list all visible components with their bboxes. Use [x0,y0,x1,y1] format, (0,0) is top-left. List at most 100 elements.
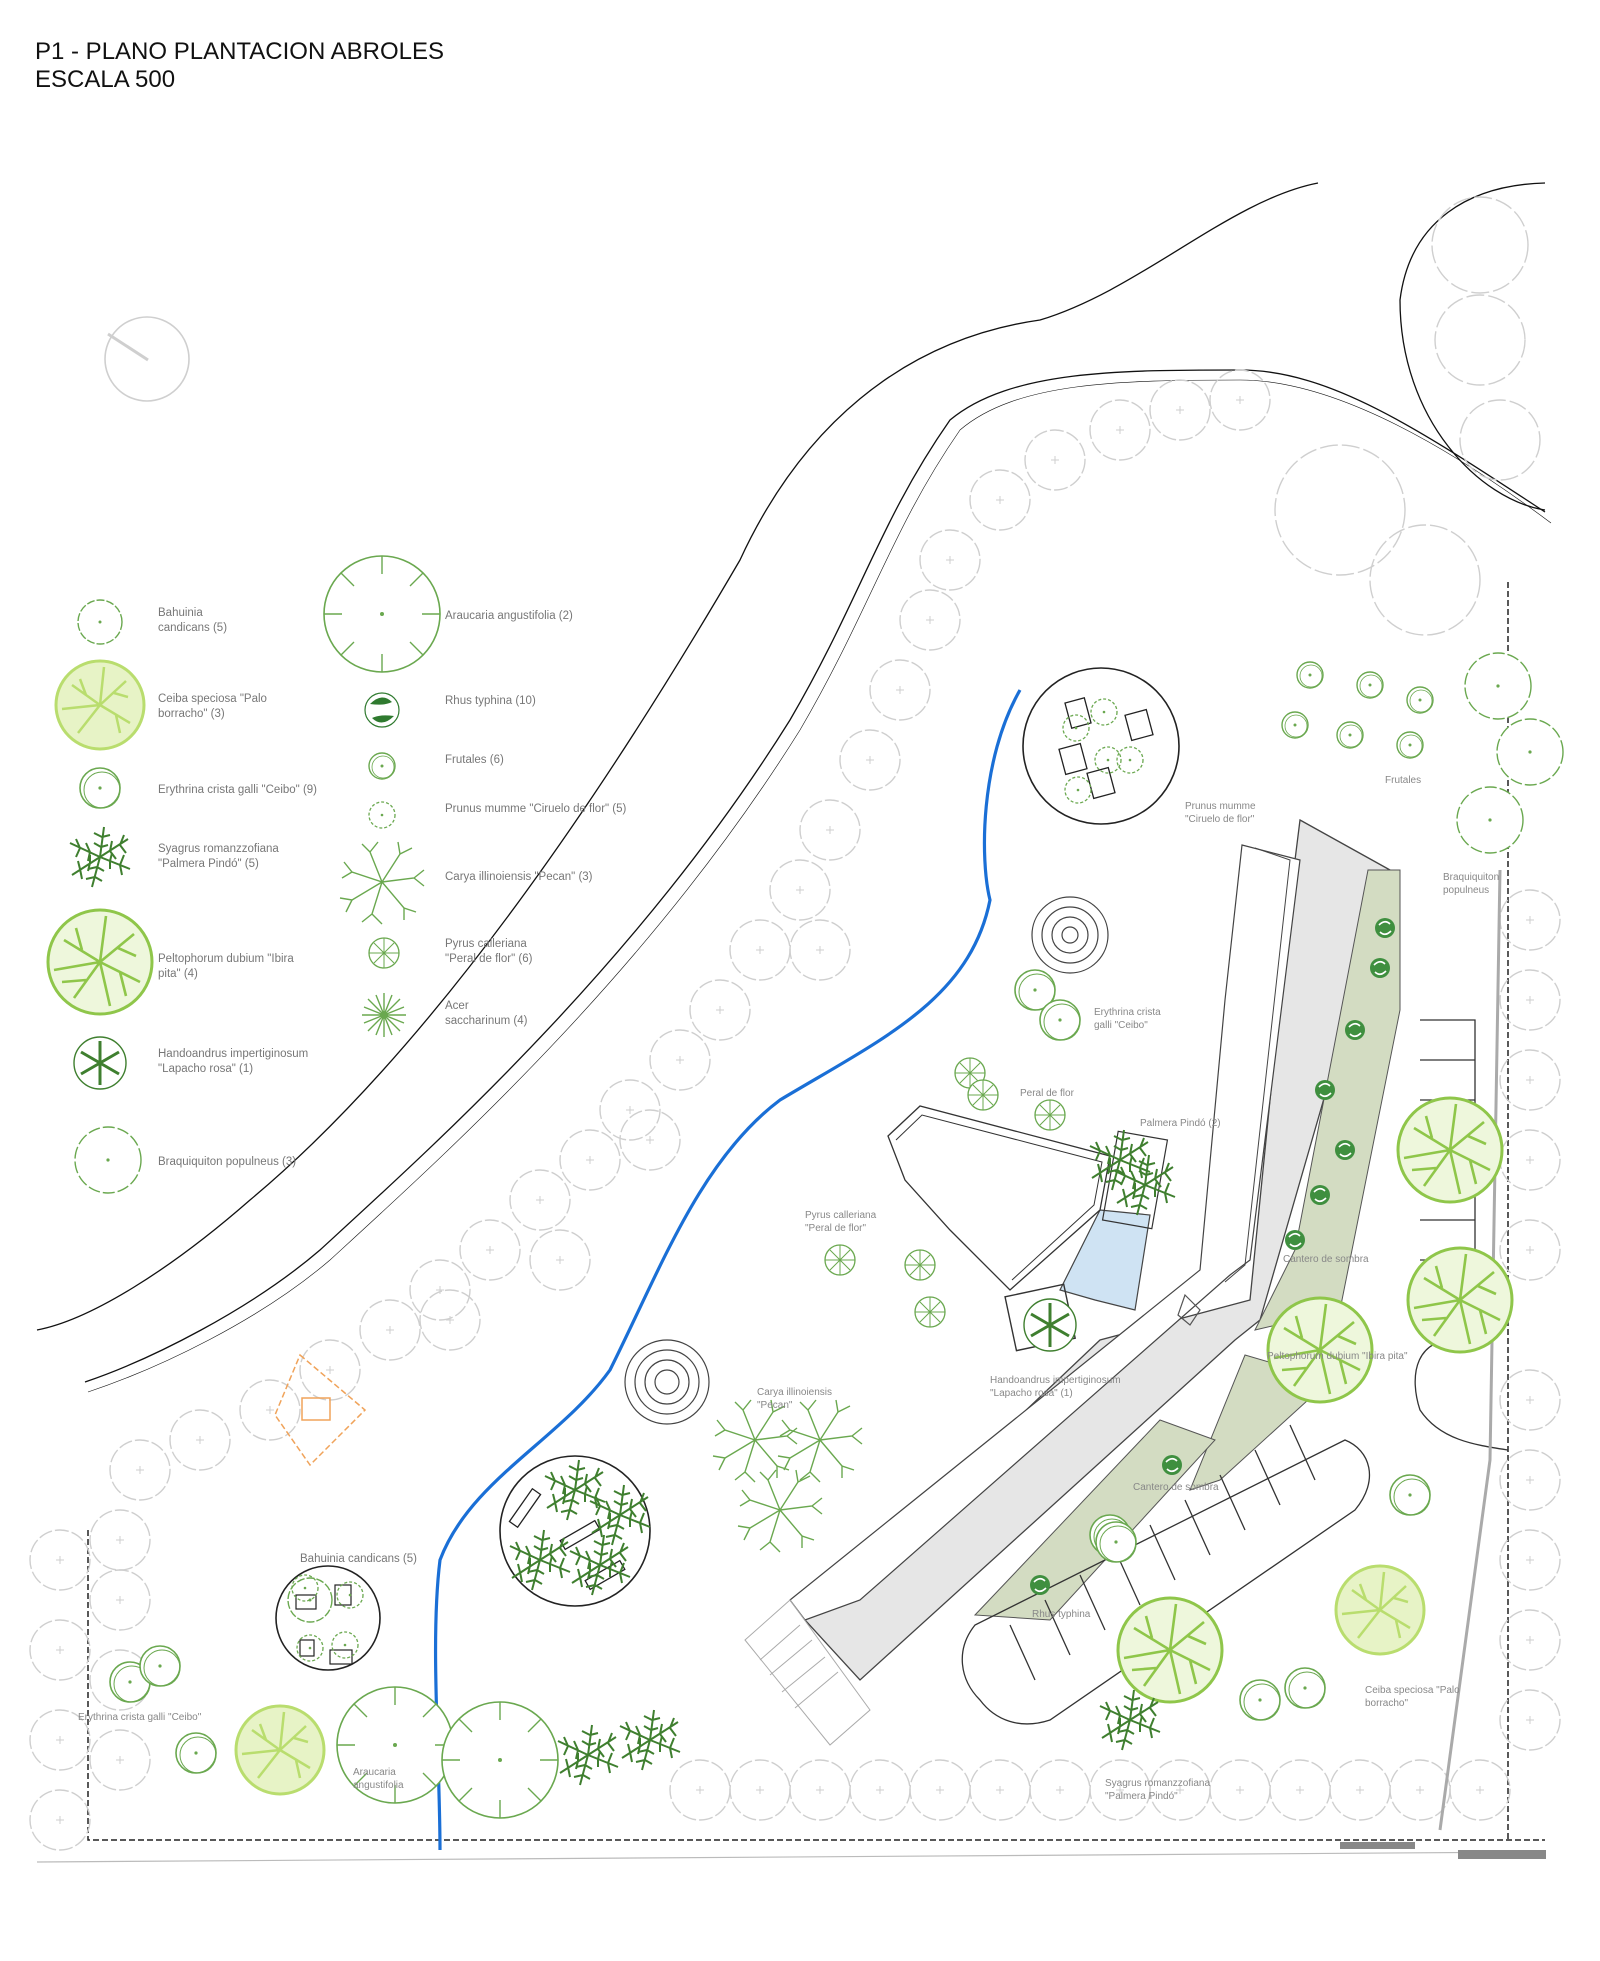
bahuinia-icon [77,599,123,645]
blue-path [433,689,1022,1851]
svg-text:Peltophorum dubium "Ibira: Peltophorum dubium "Ibira [158,953,294,965]
svg-text:Pyrus calleriana: Pyrus calleriana [445,938,527,950]
legend-item-pyrus: Pyrus calleriana "Peral de flor" (6) [368,937,533,969]
frutales-icon [368,752,396,780]
syagrus-palm-icon [69,826,131,888]
roundabout [1399,182,1546,511]
svg-text:Braquiquiton populneus (3): Braquiquiton populneus (3) [158,1156,296,1168]
legend-item-acer: Acer saccharinum (4) [361,992,528,1038]
prunus-icon [368,801,396,829]
svg-text:Acer: Acer [445,1000,469,1012]
plan-labels: Frutales Prunus mumme "Ciruelo de flor" … [78,775,1499,1802]
ceiba-icon [54,659,146,751]
svg-text:pita" (4): pita" (4) [158,968,198,980]
label-erythrina-1: Erythrina crista [1094,1007,1161,1018]
legend-item-prunus: Prunus mumme "Ciruelo de flor" (5) [368,801,627,829]
plaza-bahuinia [275,1565,381,1671]
label-syagrus-2: "Palmera Pindó" [1105,1791,1178,1802]
svg-text:borracho" (3): borracho" (3) [158,708,225,720]
legend-item-carya: Carya illinoiensis "Pecan" (3) [339,841,593,925]
svg-text:"Lapacho rosa" (1): "Lapacho rosa" (1) [158,1063,253,1075]
label-syagrus-1: Syagrus romanzzofiana [1105,1778,1210,1789]
plaza-prunus [1022,667,1180,825]
legend-item-handoandrus: Handoandrus impertiginosum "Lapacho rosa… [72,1035,308,1091]
orange-marker [274,1353,367,1467]
svg-text:Prunus mumme "Ciruelo de flor": Prunus mumme "Ciruelo de flor" (5) [445,803,627,815]
label-pyrus-1: Pyrus calleriana [805,1210,877,1221]
rhus-icon [364,692,400,728]
label-ceiba-1: Ceiba speciosa "Palo [1365,1685,1460,1696]
building [744,818,1401,1746]
svg-text:saccharinum (4): saccharinum (4) [445,1015,528,1027]
parking-south [961,1424,1371,1725]
label-erythrina-3: Erythrina crista galli "Ceibo" [78,1712,202,1723]
legend-item-frutales: Frutales (6) [368,752,504,780]
plaza-palms [499,1455,651,1607]
label-peltophorum: Peltophorum dubium "Ibira pita" [1267,1351,1408,1362]
site-south-edge [36,1851,1541,1863]
legend-item-araucaria: Araucaria angustifolia (2) [323,555,573,673]
label-araucaria-1: Araucaria [353,1767,396,1778]
svg-text:Bahuinia: Bahuinia [158,607,203,619]
label-carya-1: Carya illinoiensis [757,1387,832,1398]
label-palmera: Palmera Pindó (2) [1140,1118,1221,1129]
fountain-north [1031,896,1109,974]
legend-item-peltophorum: Peltophorum dubium "Ibira pita" (4) [46,908,294,1016]
road-inner-edge [84,369,1546,1383]
carya-icon [339,841,425,925]
label-ceiba-2: borracho" [1365,1698,1408,1709]
legend-item-rhus: Rhus typhina (10) [364,692,536,728]
legend: Bahuinia candicans (5) Ceiba speciosa "P… [46,555,627,1194]
acer-icon [361,992,407,1038]
svg-text:Ceiba speciosa "Palo: Ceiba speciosa "Palo [158,693,267,705]
label-bahuinia: Bahuinia candicans (5) [300,1553,417,1565]
label-rhus: Rhus typhina [1032,1609,1091,1620]
gate-strip-2 [1458,1850,1546,1859]
handoandrus-icon [72,1035,128,1091]
label-cantero-1: Cantero de sombra [1283,1254,1369,1265]
label-cantero-2: Cantero de sombra [1133,1482,1219,1493]
label-pyrus-2: "Peral de flor" [805,1223,866,1234]
svg-text:"Peral de flor" (6): "Peral de flor" (6) [445,953,533,965]
peltophorum-icon [46,908,154,1016]
label-handoandrus-1: Handoandrus impertiginosum [990,1375,1121,1386]
erythrina-icon [79,767,121,809]
svg-text:Frutales (6): Frutales (6) [445,754,504,766]
svg-text:Handoandrus impertiginosum: Handoandrus impertiginosum [158,1048,308,1060]
svg-text:Rhus typhina (10): Rhus typhina (10) [445,695,536,707]
label-erythrina-2: galli "Ceibo" [1094,1020,1148,1031]
braquiquiton-icon [74,1126,142,1194]
north-arrow-icon [104,316,190,402]
gate-strip [1340,1842,1415,1849]
legend-item-syagrus: Syagrus romanzzofiana "Palmera Pindó" (5… [69,826,279,888]
svg-text:"Palmera Pindó" (5): "Palmera Pindó" (5) [158,858,259,870]
label-handoandrus-2: "Lapacho rosa" (1) [990,1388,1073,1399]
plan-title: P1 - PLANO PLANTACION ABROLES ESCALA 500 [35,38,444,94]
svg-text:Carya illinoiensis "Pecan" (3): Carya illinoiensis "Pecan" (3) [445,871,593,883]
fountain-south [624,1339,710,1425]
label-frutales: Frutales [1385,775,1421,786]
label-prunus-1: Prunus mumme [1185,801,1256,812]
legend-item-ceiba: Ceiba speciosa "Palo borracho" (3) [54,659,267,751]
legend-item-braquiquiton: Braquiquiton populneus (3) [74,1126,296,1194]
pyrus-icon [368,937,400,969]
label-prunus-2: "Ciruelo de flor" [1185,814,1255,825]
east-walkway [1438,869,1502,1831]
label-araucaria-2: angustifolia [353,1780,404,1791]
legend-item-bahuinia: Bahuinia candicans (5) [77,599,227,645]
existing-large-trees [1274,196,1541,636]
label-carya-2: "Pecan" [757,1400,793,1411]
plan-scale: ESCALA 500 [35,66,176,93]
svg-text:candicans (5): candicans (5) [158,622,227,634]
label-braquiquiton-2: populneus [1443,885,1489,896]
road-outer-edge [36,182,1319,1331]
plan-title-line1: P1 - PLANO PLANTACION ABROLES [35,38,445,65]
label-peral: Peral de flor [1020,1088,1075,1099]
araucaria-icon [323,555,441,673]
roads [36,182,1552,1393]
svg-text:Araucaria angustifolia (2): Araucaria angustifolia (2) [445,610,573,622]
svg-text:Syagrus romanzzofiana: Syagrus romanzzofiana [158,843,279,855]
svg-text:Erythrina crista galli "Ceibo": Erythrina crista galli "Ceibo" (9) [158,784,317,796]
label-braquiquiton-1: Braquiquiton [1443,872,1499,883]
